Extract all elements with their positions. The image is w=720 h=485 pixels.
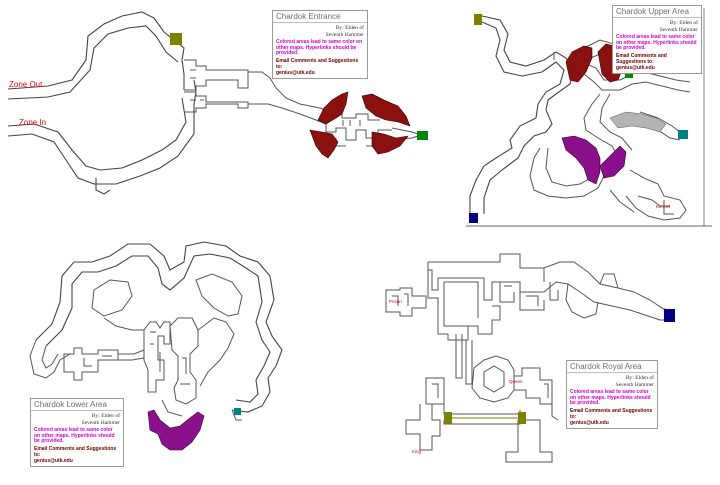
upper-teal-portal[interactable] [678, 130, 688, 139]
lower-email-link[interactable]: genius@utk.edu [34, 457, 73, 464]
entrance-red-area-upper-left[interactable] [317, 91, 349, 125]
upper-map-title: Chardok Upper Area [613, 7, 701, 19]
zone-out-label[interactable]: Zone Out [9, 80, 43, 89]
entrance-map-title: Chardok Entrance [273, 12, 367, 24]
lower-author-line-2: Seventh Hammer [81, 419, 120, 426]
entrance-olive-portal[interactable] [170, 33, 182, 45]
royal-olive-portal-left[interactable] [444, 412, 452, 424]
royal-map-title: Chardok Royal Area [567, 362, 657, 374]
lower-author-line-1: By: Elden of [91, 413, 120, 420]
entrance-red-area-upper-right[interactable] [361, 93, 411, 127]
upper-email-label: Email Comments and Suggestions to: [616, 53, 667, 65]
lower-teal-portal[interactable] [234, 408, 241, 415]
upper-author-line-1: By: Elden of [669, 20, 698, 27]
upper-email-link[interactable]: genius@utk.edu [616, 64, 655, 71]
upper-green-portal[interactable] [625, 72, 633, 78]
upper-purple-area-right[interactable] [599, 145, 627, 179]
kennel-label: Kennel [656, 204, 671, 209]
lower-map-title: Chardok Lower Area [31, 400, 123, 412]
lower-map [29, 241, 283, 451]
royal-author-line-1: By: Elden of [625, 375, 654, 382]
royal-olive-portal-right[interactable] [518, 412, 526, 424]
upper-legend: Chardok Upper Area By: Elden of Seventh … [612, 5, 702, 75]
upper-red-area-left[interactable] [565, 45, 593, 83]
upper-map [466, 8, 712, 227]
entrance-map [7, 11, 428, 195]
royal-legend: Chardok Royal Area By: Elden of Seventh … [566, 360, 658, 430]
entrance-legend: Chardok Entrance By: Elden of Seventh Ha… [272, 10, 368, 80]
entrance-red-area-lower-left[interactable] [309, 129, 339, 159]
upper-author-line-2: Seventh Hammer [659, 26, 698, 33]
royal-email-link[interactable]: genius@utk.edu [570, 419, 609, 426]
entrance-green-portal[interactable] [417, 131, 428, 140]
queen-label: Queen [509, 379, 523, 384]
lower-legend: Chardok Lower Area By: Elden of Seventh … [30, 398, 124, 468]
entrance-author-line-1: By: Elden of [335, 25, 364, 32]
entrance-author-line-2: Seventh Hammer [325, 31, 364, 38]
prison-label: Prison [389, 299, 402, 304]
lower-email-label: Email Comments and Suggestions to: [34, 446, 117, 458]
entrance-email-label: Email Comments and Suggestions to: [276, 58, 359, 70]
lower-purple-area[interactable] [147, 409, 205, 451]
royal-author-line-2: Seventh Hammer [615, 381, 654, 388]
royal-email-label: Email Comments and Suggestions to: [570, 408, 653, 420]
lower-colored-note: Colored areas lead to same color on othe… [34, 426, 115, 445]
entrance-colored-note: Colored areas lead to same color on othe… [276, 38, 363, 57]
entrance-red-area-lower-right[interactable] [371, 131, 409, 155]
upper-olive-portal[interactable] [474, 14, 482, 25]
king-label: King [412, 449, 422, 454]
upper-gray-area[interactable] [609, 111, 667, 133]
zone-in-label[interactable]: Zone In [19, 118, 47, 127]
upper-colored-note: Colored areas lead to same color on othe… [616, 33, 697, 52]
entrance-email-link[interactable]: genius@utk.edu [276, 69, 315, 76]
royal-colored-note: Colored areas lead to same color on othe… [570, 388, 651, 407]
upper-purple-area-left[interactable] [561, 135, 601, 185]
royal-map [385, 253, 675, 463]
royal-navy-portal[interactable] [664, 309, 675, 322]
upper-navy-portal[interactable] [469, 213, 478, 223]
